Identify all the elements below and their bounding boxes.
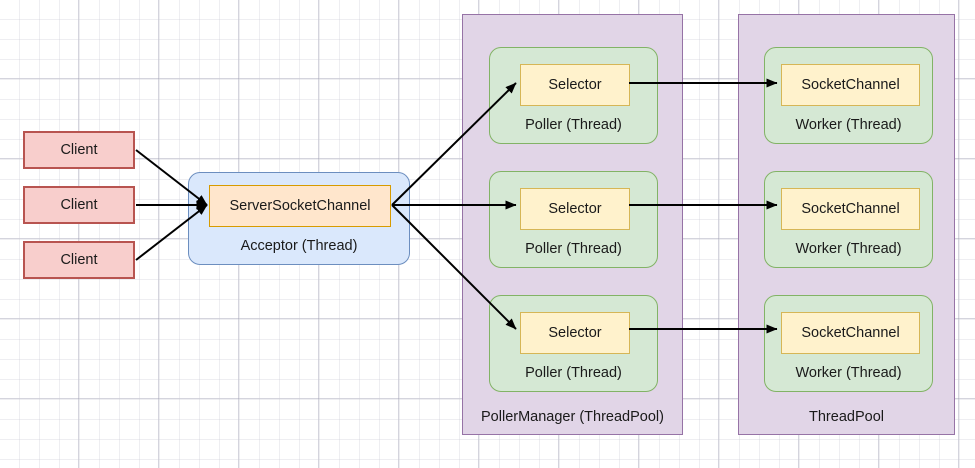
server-socket-channel-box[interactable]: ServerSocketChannel xyxy=(209,185,391,227)
selector-box-3[interactable]: Selector xyxy=(520,312,630,354)
socket-channel-box-3[interactable]: SocketChannel xyxy=(781,312,920,354)
selector-box-2[interactable]: Selector xyxy=(520,188,630,230)
worker-thread-box-3[interactable]: SocketChannel Worker (Thread) xyxy=(764,295,933,392)
selector-label: Selector xyxy=(548,325,602,341)
socket-channel-label: SocketChannel xyxy=(801,77,900,93)
server-socket-channel-label: ServerSocketChannel xyxy=(229,198,371,214)
selector-box-1[interactable]: Selector xyxy=(520,64,630,106)
worker-thread-label-2: Worker (Thread) xyxy=(795,241,902,257)
client-box-1[interactable]: Client xyxy=(23,131,135,169)
worker-thread-box-2[interactable]: SocketChannel Worker (Thread) xyxy=(764,171,933,268)
worker-thread-label-3: Worker (Thread) xyxy=(795,365,902,381)
client-label: Client xyxy=(60,142,98,158)
poller-manager-group-label: PollerManager (ThreadPool) xyxy=(481,409,664,425)
selector-label: Selector xyxy=(548,77,602,93)
client-box-3[interactable]: Client xyxy=(23,241,135,279)
poller-thread-label-2: Poller (Thread) xyxy=(525,241,622,257)
socket-channel-box-2[interactable]: SocketChannel xyxy=(781,188,920,230)
poller-thread-box-1[interactable]: Selector Poller (Thread) xyxy=(489,47,658,144)
worker-thread-label-1: Worker (Thread) xyxy=(795,117,902,133)
poller-thread-label-3: Poller (Thread) xyxy=(525,365,622,381)
thread-pool-group-label: ThreadPool xyxy=(809,409,884,425)
poller-manager-group[interactable]: Selector Poller (Thread) Selector Poller… xyxy=(462,14,683,435)
socket-channel-box-1[interactable]: SocketChannel xyxy=(781,64,920,106)
client-label: Client xyxy=(60,252,98,268)
client-label: Client xyxy=(60,197,98,213)
poller-thread-box-3[interactable]: Selector Poller (Thread) xyxy=(489,295,658,392)
poller-thread-box-2[interactable]: Selector Poller (Thread) xyxy=(489,171,658,268)
socket-channel-label: SocketChannel xyxy=(801,201,900,217)
poller-thread-label-1: Poller (Thread) xyxy=(525,117,622,133)
acceptor-thread-box[interactable]: ServerSocketChannel Acceptor (Thread) xyxy=(188,172,410,265)
client-box-2[interactable]: Client xyxy=(23,186,135,224)
thread-pool-group[interactable]: SocketChannel Worker (Thread) SocketChan… xyxy=(738,14,955,435)
socket-channel-label: SocketChannel xyxy=(801,325,900,341)
selector-label: Selector xyxy=(548,201,602,217)
acceptor-thread-label: Acceptor (Thread) xyxy=(240,238,358,254)
worker-thread-box-1[interactable]: SocketChannel Worker (Thread) xyxy=(764,47,933,144)
